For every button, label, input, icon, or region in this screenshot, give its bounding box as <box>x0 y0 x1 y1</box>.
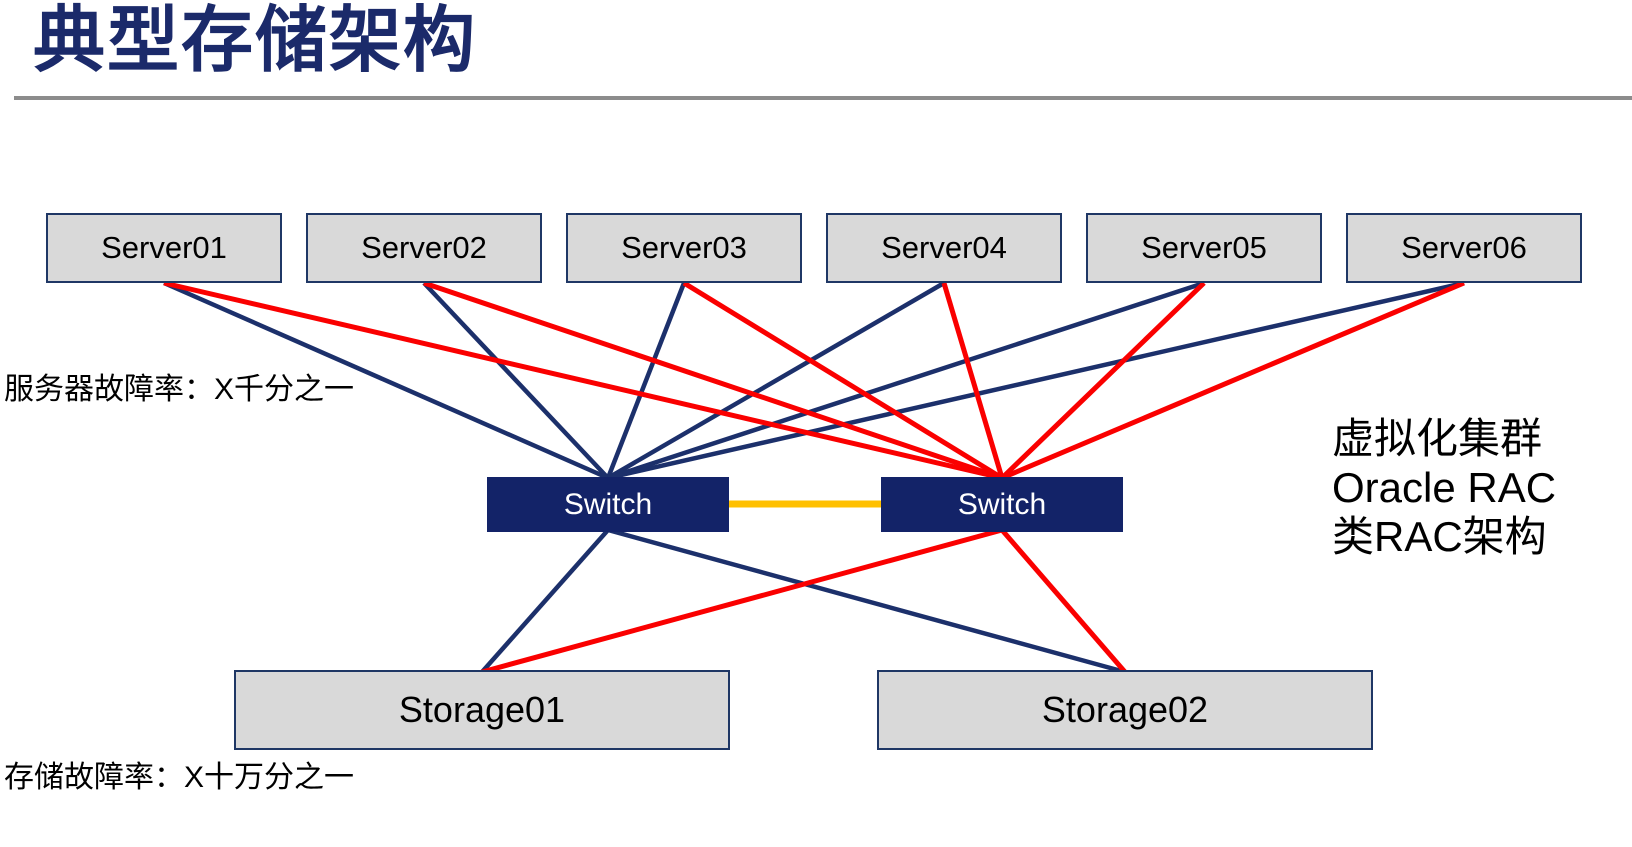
server03-node: Server03 <box>566 213 802 283</box>
storage-failure-rate-note: 存储故障率：X十万分之一 <box>4 761 355 794</box>
link-server-4-to-switch-0-top <box>607 280 1205 481</box>
link-server-2-to-switch-1-top <box>682 280 1004 481</box>
switch-b-label: Switch <box>957 487 1047 521</box>
server01-label: Server01 <box>101 230 227 265</box>
cluster-note-line-2: Oracle RAC <box>1332 464 1557 511</box>
server04-node: Server04 <box>826 213 1062 283</box>
link-server-0-to-switch-1-top <box>163 280 1003 481</box>
server05-node: Server05 <box>1086 213 1322 283</box>
cluster-note-line-1: 虚拟化集群 <box>1332 415 1543 462</box>
storage02-label: Storage02 <box>1041 689 1209 730</box>
server06-label: Server06 <box>1401 230 1527 265</box>
server04-label: Server04 <box>881 230 1007 265</box>
link-server-5-to-switch-1-top <box>1001 280 1465 481</box>
server02-node: Server02 <box>306 213 542 283</box>
server06-node: Server06 <box>1346 213 1582 283</box>
cluster-note-line-3: 类RAC架构 <box>1332 513 1547 560</box>
link-server-0-to-switch-0-top <box>163 280 609 481</box>
switch-b-node: Switch <box>881 477 1123 532</box>
link-switch-0-bottom-to-storage-0-top <box>480 528 610 674</box>
link-server-1-to-switch-0-top <box>422 281 610 480</box>
server01-node: Server01 <box>46 213 282 283</box>
link-server-3-to-switch-0-top <box>606 281 946 480</box>
link-server-2-to-switch-0-top <box>605 282 687 479</box>
link-switch-1-bottom-to-storage-0-top <box>481 527 1003 675</box>
link-switch-0-bottom-to-storage-1-top <box>607 527 1126 675</box>
link-server-4-to-switch-1-top <box>1000 281 1206 480</box>
switch-a-label: Switch <box>563 487 653 521</box>
page-title: 典型存储架构 <box>33 1 478 81</box>
link-switch-1-bottom-to-storage-1-top <box>1000 528 1127 674</box>
storage01-node: Storage01 <box>234 670 730 750</box>
server03-label: Server03 <box>621 230 747 265</box>
server02-label: Server02 <box>361 230 487 265</box>
storage01-label: Storage01 <box>398 689 566 730</box>
cluster-note: 虚拟化集群 Oracle RAC 类RAC架构 <box>1332 414 1556 561</box>
storage02-node: Storage02 <box>877 670 1373 750</box>
switch-a-node: Switch <box>487 477 729 532</box>
link-server-3-to-switch-1-top <box>941 282 1005 479</box>
server05-label: Server05 <box>1141 230 1267 265</box>
title-divider-line <box>14 96 1632 100</box>
link-server-1-to-switch-1-top <box>423 280 1003 481</box>
server-failure-rate-note: 服务器故障率：X千分之一 <box>4 373 355 406</box>
link-server-5-to-switch-0-top <box>607 280 1465 481</box>
